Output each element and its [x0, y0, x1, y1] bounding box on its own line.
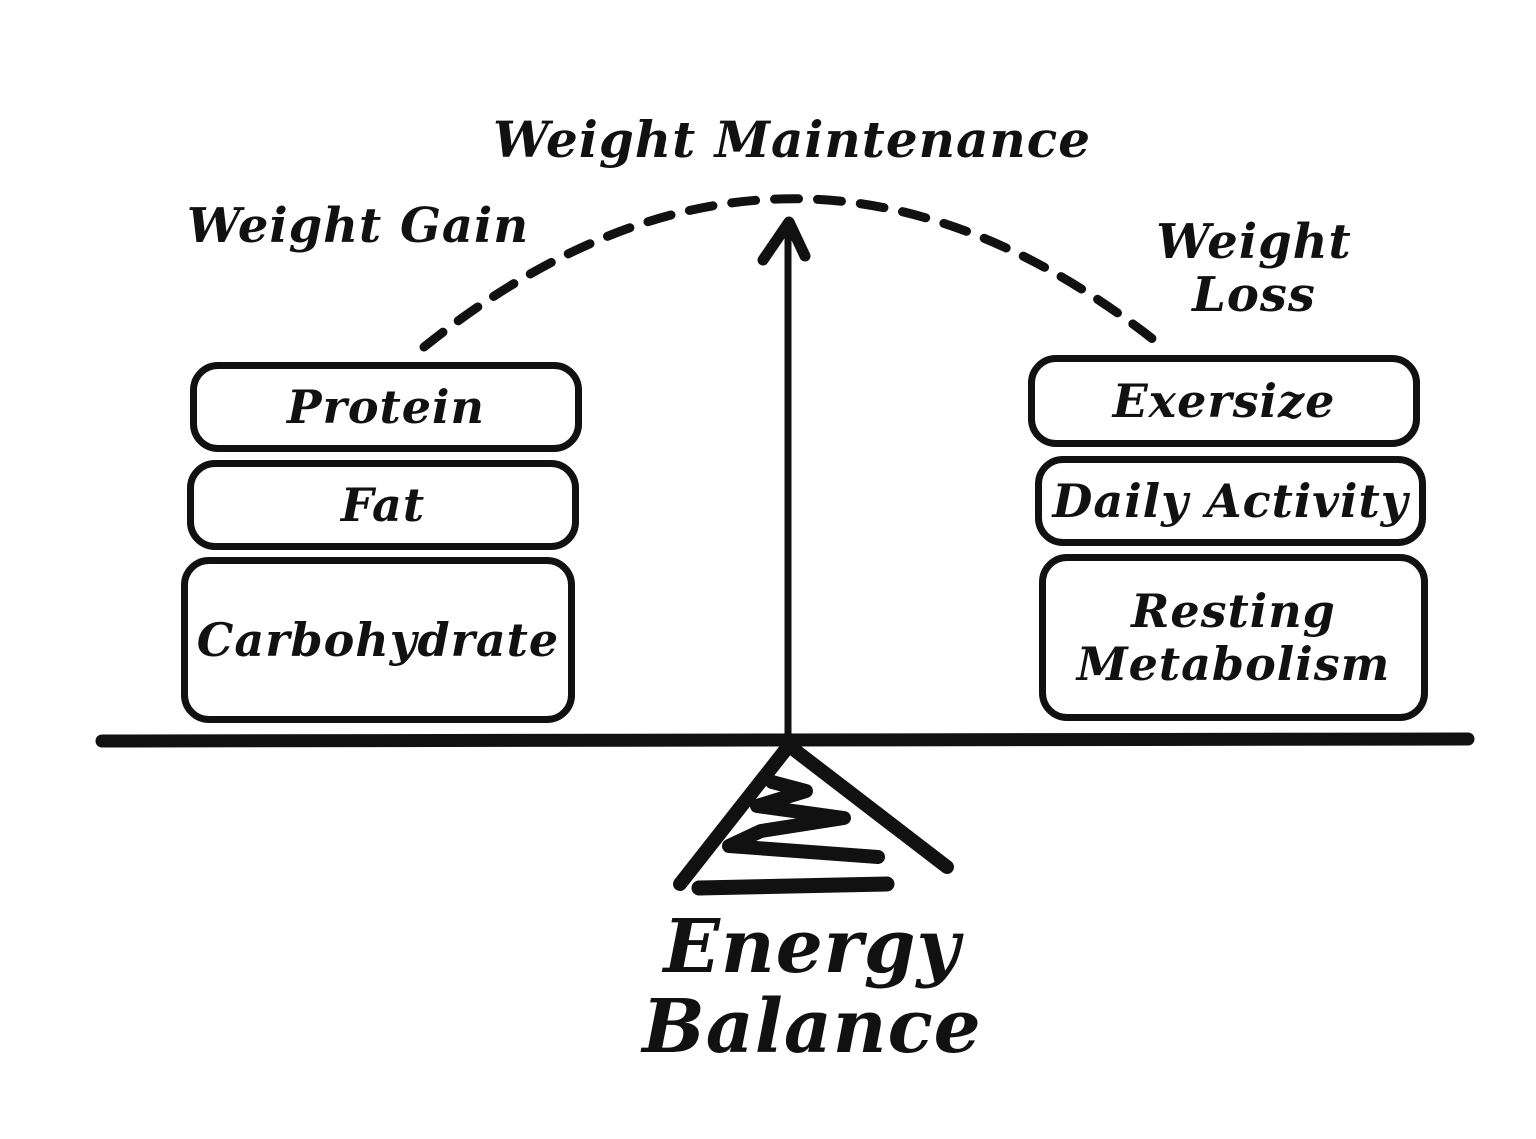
daily-activity-box: Daily Activity: [1035, 456, 1426, 546]
balance-beam: [95, 732, 1475, 748]
fulcrum-left-side: [673, 741, 794, 891]
resting-metabolism-box: Resting Metabolism: [1039, 554, 1428, 721]
fulcrum-icon: [673, 741, 954, 896]
weight-maintenance-label: Weight Maintenance: [492, 110, 1092, 169]
fulcrum-right-side: [785, 741, 954, 874]
protein-box-label: Protein: [287, 379, 485, 434]
weight-gain-label: Weight Gain: [186, 198, 530, 254]
protein-box: Protein: [190, 362, 582, 452]
exersize-box-label: Exersize: [1112, 373, 1336, 428]
carbohydrate-box: Carbohydrate: [181, 557, 575, 723]
fulcrum-base: [691, 876, 895, 896]
dashed-arc: [419, 194, 1169, 353]
daily-activity-box-label: Daily Activity: [1052, 473, 1409, 528]
carbohydrate-box-label: Carbohydrate: [196, 612, 560, 667]
energy-balance-title: Energy Balance: [642, 904, 982, 1070]
weight-loss-label: Weight Loss: [1156, 214, 1352, 323]
fulcrum-scribble: [722, 775, 885, 864]
fat-box: Fat: [187, 460, 579, 550]
fat-box-label: Fat: [340, 477, 426, 532]
resting-metabolism-box-label: Resting Metabolism: [1076, 583, 1391, 691]
up-arrow-head: [757, 216, 811, 266]
exersize-box: Exersize: [1028, 355, 1420, 447]
